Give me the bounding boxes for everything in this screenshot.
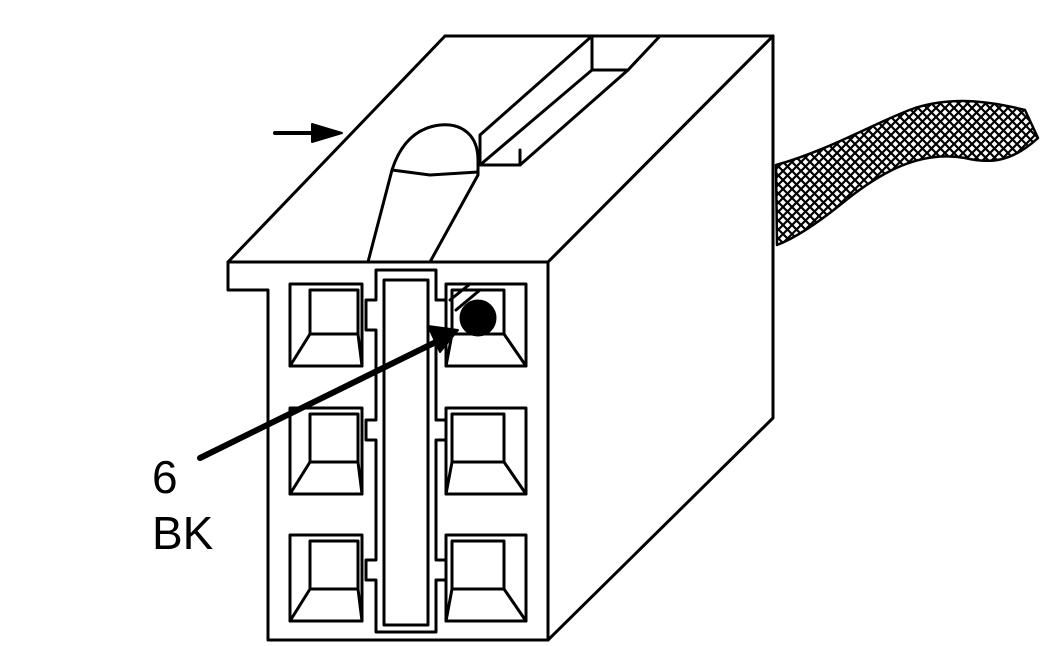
- right-arrow-icon: [273, 123, 343, 143]
- cavity-left-3: [288, 533, 364, 623]
- cavity-left-1: [288, 282, 364, 368]
- locking-tab: [366, 123, 480, 264]
- cavity-left-2: [288, 406, 364, 496]
- cavity-right-2: [444, 406, 528, 496]
- wire-harness: [774, 99, 1040, 247]
- center-rib: [364, 268, 448, 634]
- wire-color-label: BK: [152, 507, 214, 559]
- filled-circle-icon: [459, 299, 497, 337]
- leader-line: [197, 325, 459, 461]
- pin-number-label: 6: [152, 451, 178, 503]
- cavity-right-3: [444, 533, 528, 623]
